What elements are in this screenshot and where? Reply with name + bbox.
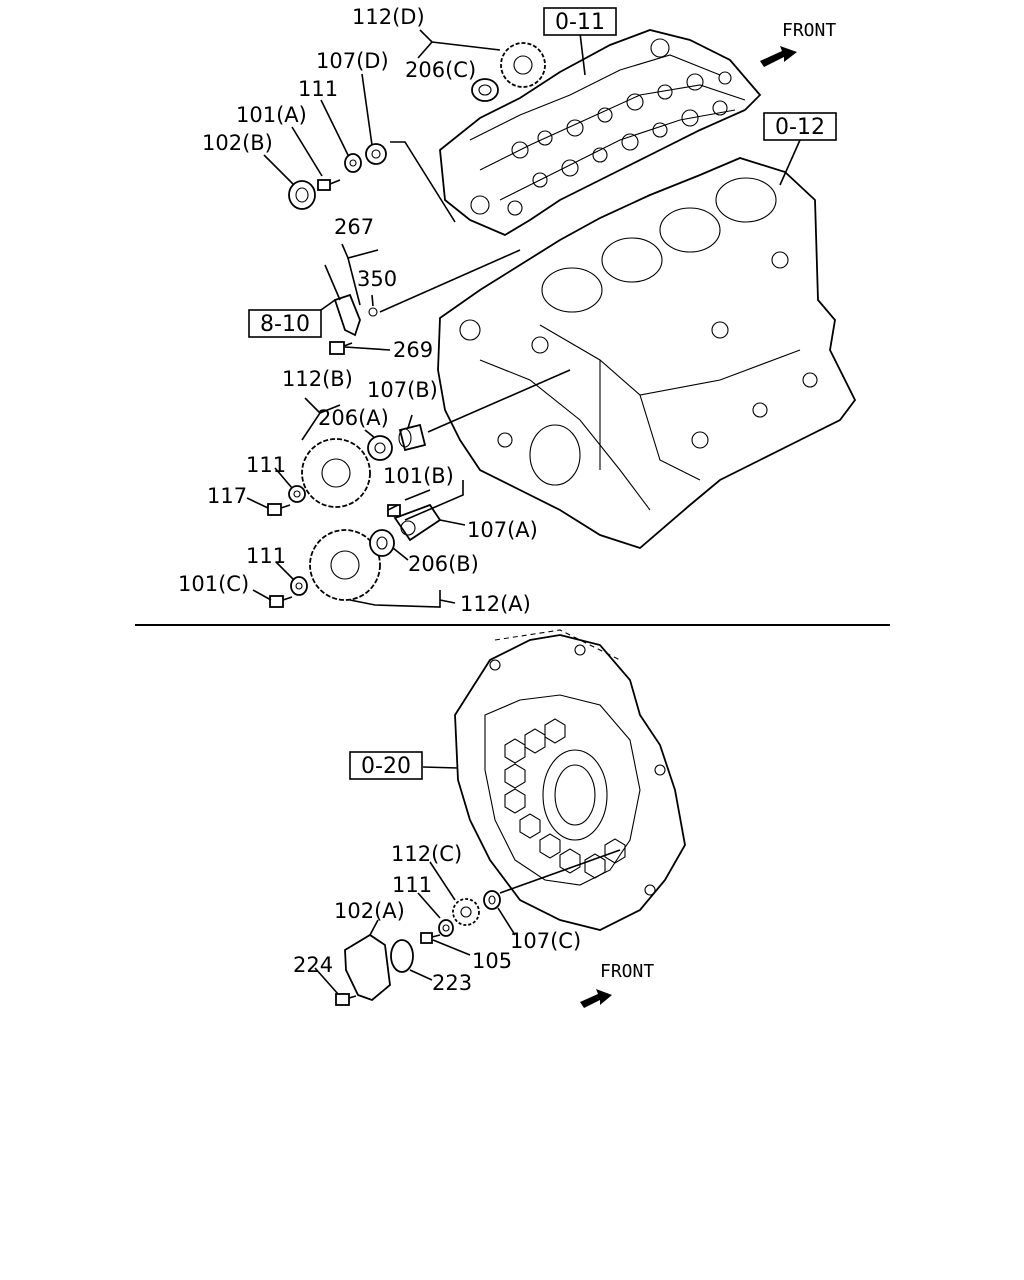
callout-267: 267 — [334, 215, 374, 239]
callout-101b: 101(B) — [383, 464, 454, 488]
washer-111-low — [290, 576, 308, 596]
callout-206b: 206(B) — [408, 552, 479, 576]
gear-112b — [301, 438, 371, 508]
callout-102b: 102(B) — [202, 131, 273, 155]
bolt-101a — [317, 179, 341, 191]
upper-section: 112(D) 206(C) 107(D) 111 101(A) 102(B) 2… — [178, 5, 857, 616]
bolt-117 — [267, 503, 291, 516]
lower-section: 112(C) 111 102(A) 107(C) 105 224 223 0-2… — [293, 629, 686, 1008]
callout-350: 350 — [357, 267, 397, 291]
front-arrow-icon-lower — [580, 989, 612, 1008]
callout-107b: 107(B) — [367, 378, 438, 402]
bolt-224 — [335, 993, 357, 1006]
callout-112b: 112(B) — [282, 367, 353, 391]
o-ring-223 — [390, 939, 414, 973]
ref-box-cylinder-block[interactable]: 0-12 — [763, 112, 837, 141]
callout-105: 105 — [472, 949, 512, 973]
washer-111-mid — [288, 485, 306, 503]
front-indicator-upper: FRONT — [760, 20, 836, 67]
seal-102b — [288, 180, 316, 210]
bolt-105 — [420, 932, 441, 944]
upper-leader-lines — [246, 29, 801, 608]
bolt-101b — [387, 504, 401, 517]
bearing-206c — [471, 78, 499, 102]
lower-leader-lines — [314, 766, 621, 995]
ref-box-flywheel-housing[interactable]: 0-20 — [349, 751, 423, 780]
ref-box-cylinder-head-label: 0-11 — [555, 10, 605, 35]
callout-107a: 107(A) — [467, 518, 538, 542]
callout-112d: 112(D) — [352, 5, 425, 29]
bolt-269 — [329, 341, 353, 355]
front-indicator-lower: FRONT — [580, 961, 654, 1008]
cylinder-head-illustration — [439, 29, 762, 237]
callout-269: 269 — [393, 338, 433, 362]
bearing-206b — [369, 529, 395, 557]
cylinder-block-illustration — [437, 157, 857, 550]
callout-112c: 112(C) — [391, 842, 462, 866]
callout-224: 224 — [293, 953, 333, 977]
ref-box-sensor-group-label: 8-10 — [260, 312, 310, 337]
washer-111-lower — [438, 919, 454, 937]
callout-102a: 102(A) — [334, 899, 405, 923]
bushing-107d — [365, 143, 387, 165]
callout-111-low: 111 — [246, 544, 286, 568]
flywheel-housing-illustration — [454, 629, 686, 931]
callout-223: 223 — [432, 971, 472, 995]
callout-107d: 107(D) — [316, 49, 389, 73]
callout-111-mid: 111 — [246, 453, 286, 477]
callout-101c: 101(C) — [178, 572, 249, 596]
gear-112c — [452, 898, 480, 926]
ref-box-flywheel-housing-label: 0-20 — [361, 754, 411, 779]
callout-111-lower: 111 — [392, 873, 432, 897]
callout-101a: 101(A) — [236, 103, 307, 127]
front-label-upper: FRONT — [782, 20, 836, 41]
ref-box-sensor-group[interactable]: 8-10 — [248, 309, 322, 338]
bolt-101c — [269, 595, 293, 608]
callout-112a: 112(A) — [460, 592, 531, 616]
ref-box-cylinder-head[interactable]: 0-11 — [543, 7, 617, 36]
sensor-350 — [324, 264, 378, 337]
callout-206c: 206(C) — [405, 58, 476, 82]
callout-107c: 107(C) — [510, 929, 581, 953]
callout-111-top: 111 — [298, 77, 338, 101]
front-label-lower: FRONT — [600, 961, 654, 982]
bearing-206a — [367, 435, 393, 461]
front-arrow-icon-upper — [760, 46, 797, 67]
cover-102a — [344, 933, 391, 1002]
ref-box-cylinder-block-label: 0-12 — [775, 115, 825, 140]
upper-callouts: 112(D) 206(C) 107(D) 111 101(A) 102(B) 2… — [178, 5, 538, 616]
bushing-107a — [393, 503, 442, 542]
callout-206a: 206(A) — [318, 406, 389, 430]
gear-112a — [309, 529, 381, 601]
bushing-107b — [398, 423, 427, 452]
washer-111-top — [344, 153, 362, 173]
callout-117: 117 — [207, 484, 247, 508]
bushing-107c — [483, 890, 501, 910]
gear-112d — [500, 42, 546, 88]
lower-callouts: 112(C) 111 102(A) 107(C) 105 224 223 — [293, 842, 581, 995]
